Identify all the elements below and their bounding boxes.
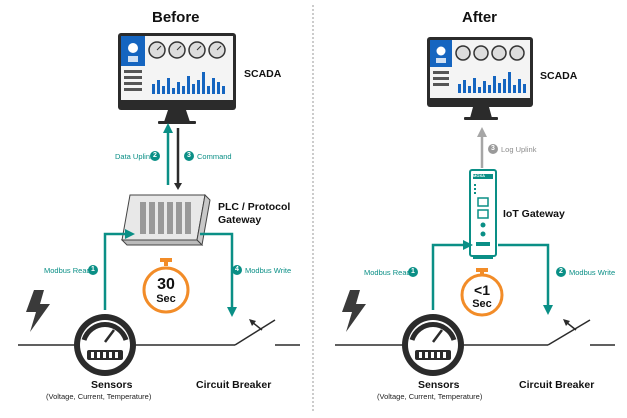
- data-uplink-label: Data Uplink: [115, 152, 154, 161]
- sensors-label-after: Sensors: [418, 379, 460, 391]
- modbus-write-arrow-after: [498, 243, 553, 315]
- scada-monitor-icon-after: [427, 37, 533, 120]
- timer-value-before: 30: [157, 276, 175, 293]
- modbus-write-arrow-before: [200, 232, 237, 317]
- after-title: After: [462, 9, 498, 26]
- scada-monitor-icon-before: [118, 33, 236, 124]
- command-label: Command: [197, 152, 232, 161]
- modbus-read-label-before: Modbus Read: [44, 266, 91, 275]
- modbus-read-step-badge-before: 1: [88, 265, 98, 275]
- scada-label-after: SCADA: [540, 70, 578, 82]
- iot-gateway-brand: MOXA: [473, 173, 485, 178]
- timer-value-after: <1: [474, 282, 490, 298]
- breaker-label-before: Circuit Breaker: [196, 379, 272, 391]
- iot-gateway-label: IoT Gateway: [503, 208, 565, 220]
- sensor-meter-icon-before: [74, 314, 136, 376]
- plc-gateway-icon: [120, 193, 211, 247]
- timer-unit-before: Sec: [156, 293, 176, 305]
- modbus-write-step-badge-after: 2: [556, 267, 566, 277]
- modbus-read-arrow-before: [103, 229, 135, 310]
- modbus-write-label-before: Modbus Write: [245, 266, 292, 275]
- modbus-write-step-badge-before: 4: [232, 265, 242, 275]
- log-uplink-label: Log Uplink: [501, 145, 537, 154]
- before-title: Before: [152, 9, 200, 26]
- sensors-sub-after: (Voltage, Current, Temperature): [377, 392, 483, 401]
- lightning-icon-after: [342, 290, 366, 332]
- modbus-read-step-badge-after: 1: [408, 267, 418, 277]
- stopwatch-icon-after: [460, 268, 504, 317]
- scada-label-before: SCADA: [244, 68, 282, 80]
- stopwatch-icon-before: [142, 258, 190, 314]
- iot-gateway-icon: [469, 169, 497, 259]
- modbus-write-label-after: Modbus Write: [569, 268, 616, 277]
- modbus-read-label-after: Modbus Read: [364, 268, 411, 277]
- log-uplink-step-badge: 3: [488, 144, 498, 154]
- command-step-badge: 3: [184, 151, 194, 161]
- sensors-sub-before: (Voltage, Current, Temperature): [46, 392, 152, 401]
- modbus-read-arrow-after: [431, 240, 473, 310]
- timer-unit-after: Sec: [472, 298, 492, 310]
- lightning-icon-before: [26, 290, 50, 332]
- gateway-label-line2: Gateway: [218, 214, 262, 226]
- breaker-label-after: Circuit Breaker: [519, 379, 595, 391]
- gateway-label-line1: PLC / Protocol: [218, 201, 291, 213]
- sensor-meter-icon-after: [402, 314, 464, 376]
- data-uplink-step-badge: 2: [150, 151, 160, 161]
- sensors-label-before: Sensors: [91, 379, 133, 391]
